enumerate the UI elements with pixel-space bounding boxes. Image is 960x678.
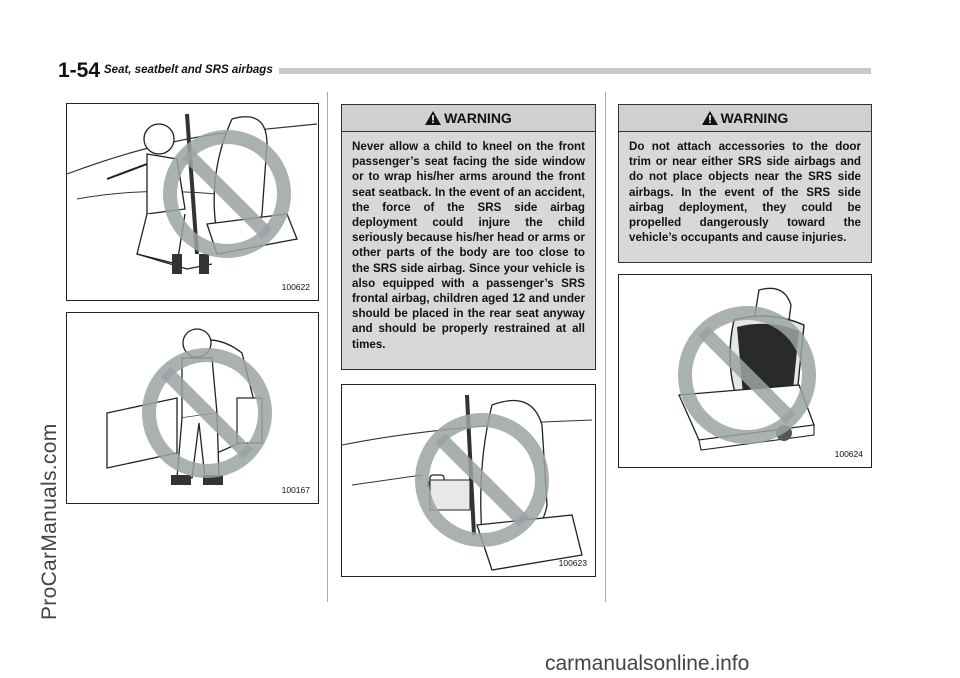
figure-accessory-near-seat: 100623 xyxy=(341,384,596,577)
warning-text: Do not attach accessories to the door tr… xyxy=(629,140,861,245)
watermark-side: ProCarManuals.com xyxy=(38,423,61,621)
warning-triangle-icon xyxy=(425,111,442,125)
warning-title: WARNING xyxy=(720,110,789,126)
figure-child-hugging-seatback: 100167 xyxy=(66,312,319,504)
figure-code: 100624 xyxy=(834,449,863,459)
warning-title: WARNING xyxy=(444,110,512,126)
warning-box-child: WARNING Never allow a child to kneel on … xyxy=(341,104,596,370)
illustration-child-kneeling-seat xyxy=(67,113,318,274)
page-number: 1-54 xyxy=(58,59,101,82)
column-divider xyxy=(327,92,328,602)
figure-child-kneeling: 100622 xyxy=(66,103,319,301)
figure-seat-cover: 100624 xyxy=(618,274,872,468)
illustration-seat-with-accessory xyxy=(342,394,593,571)
warning-header: WARNING xyxy=(619,105,871,132)
figure-code: 100622 xyxy=(281,282,310,292)
watermark-bottom: carmanualsonline.info xyxy=(545,652,750,675)
illustration-seat-cover xyxy=(678,287,816,451)
warning-triangle-icon xyxy=(701,111,718,125)
header-rule xyxy=(106,68,871,74)
figure-code: 100167 xyxy=(281,485,310,495)
illustration-child-hugging-seatback xyxy=(106,328,272,485)
warning-text: Never allow a child to kneel on the fron… xyxy=(352,140,585,351)
section-title: Seat, seatbelt and SRS airbags xyxy=(104,64,279,76)
warning-header: WARNING xyxy=(342,105,595,132)
warning-box-accessories: WARNING Do not attach accessories to the… xyxy=(618,104,872,263)
figure-code: 100623 xyxy=(558,558,587,568)
column-divider xyxy=(605,92,606,602)
